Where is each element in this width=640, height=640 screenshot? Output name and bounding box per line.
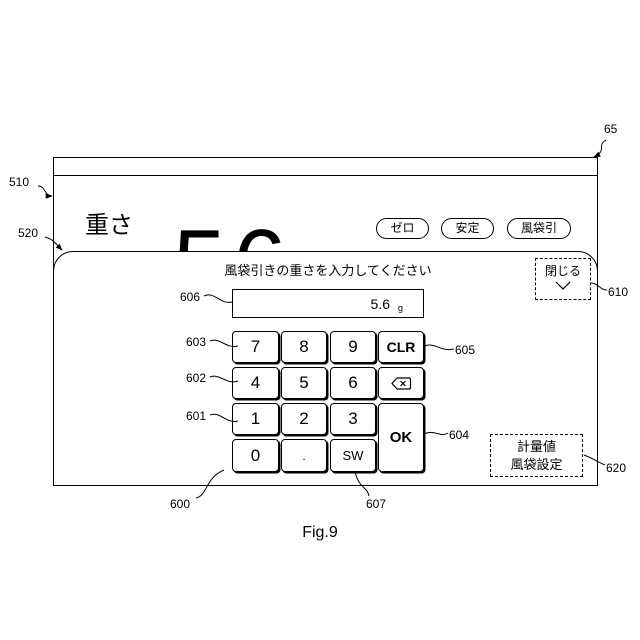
- switch-key[interactable]: SW: [330, 439, 376, 472]
- ref-tare-setting-button: 620: [606, 461, 626, 475]
- chevron-down-icon: [555, 281, 571, 290]
- ref-ok-key: 604: [449, 428, 469, 442]
- ref-switch-key: 607: [366, 497, 386, 511]
- stable-button[interactable]: 安定: [441, 218, 494, 239]
- weight-label: 重さ: [85, 212, 133, 240]
- tare-weight-input[interactable]: 5.6 g: [232, 289, 424, 318]
- key-7[interactable]: 7: [232, 331, 279, 363]
- close-button-label: 閉じる: [536, 264, 590, 278]
- key-2[interactable]: 2: [281, 403, 327, 435]
- ref-input-field: 606: [180, 290, 200, 304]
- ref-device: 65: [604, 122, 617, 136]
- input-value: 5.6: [371, 296, 390, 312]
- figure-caption: Fig.9: [270, 524, 370, 542]
- key-8[interactable]: 8: [281, 331, 327, 363]
- ref-clear-key: 605: [455, 343, 475, 357]
- ref-tare-input-dialog: 520: [18, 226, 38, 240]
- ref-keypad: 600: [170, 497, 190, 511]
- key-4[interactable]: 4: [232, 367, 279, 399]
- ref-keys-row-456: 602: [186, 371, 206, 385]
- key-6[interactable]: 6: [330, 367, 376, 399]
- tare-setting-line1: 計量値: [491, 438, 582, 456]
- backspace-key[interactable]: [378, 367, 424, 399]
- title-bar: [54, 158, 597, 176]
- ok-key[interactable]: OK: [378, 403, 424, 472]
- key-5[interactable]: 5: [281, 367, 327, 399]
- tare-setting-button[interactable]: 計量値 風袋設定: [490, 434, 583, 477]
- ref-keys-row-123: 601: [186, 409, 206, 423]
- clear-key[interactable]: CLR: [378, 331, 424, 363]
- tare-setting-line2: 風袋設定: [491, 456, 582, 474]
- close-button[interactable]: 閉じる: [535, 258, 591, 300]
- decimal-point-key[interactable]: .: [281, 439, 327, 472]
- ref-close-button: 610: [608, 285, 628, 299]
- key-9[interactable]: 9: [330, 331, 376, 363]
- leader-65: [594, 140, 606, 157]
- key-3[interactable]: 3: [330, 403, 376, 435]
- key-1[interactable]: 1: [232, 403, 279, 435]
- zero-button[interactable]: ゼロ: [376, 218, 429, 239]
- backspace-icon: [390, 376, 412, 391]
- ref-keys-row-789: 603: [186, 335, 206, 349]
- tare-button[interactable]: 風袋引: [507, 218, 571, 239]
- input-unit: g: [398, 303, 403, 313]
- tare-input-dialog: 風袋引きの重さを入力してください 閉じる 5.6 g 7 8 9 CLR 4 5…: [53, 251, 598, 486]
- leader-510: [38, 186, 52, 196]
- key-0[interactable]: 0: [232, 439, 279, 472]
- ref-main-screen: 510: [9, 175, 29, 189]
- dialog-title: 風袋引きの重さを入力してください: [178, 263, 478, 279]
